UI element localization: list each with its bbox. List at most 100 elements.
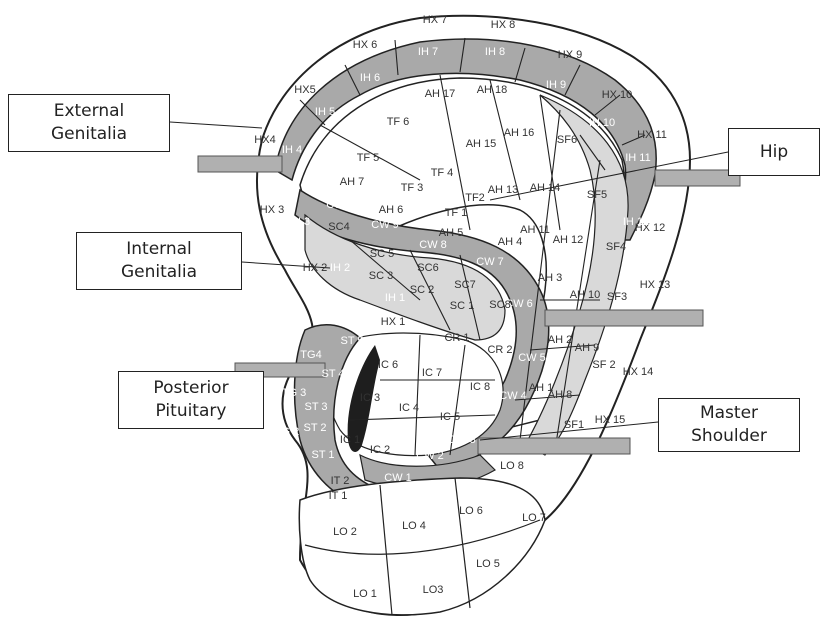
zone-label-ah-15: AH 15 [466, 138, 497, 150]
ear-canal [347, 345, 380, 452]
zone-label-ah-9: AH 9 [575, 342, 599, 354]
zone-label-tf-1: TF 1 [445, 207, 468, 219]
zone-label-hx-12: HX 12 [635, 222, 666, 234]
zone-label-cw-4: CW 4 [499, 390, 527, 402]
zone-label-sc-2: SC 2 [410, 284, 434, 296]
zone-label-tf-2: TF2 [465, 192, 485, 204]
zone-label-hx-8: HX 8 [491, 19, 515, 31]
zone-label-ih-1: IH 1 [385, 292, 405, 304]
zone-label-cw-8: CW 8 [419, 239, 447, 251]
zone-label-ah-4: AH 4 [498, 236, 522, 248]
zone-label-tf-5: TF 5 [357, 152, 380, 164]
zone-label-sf-4: SF4 [606, 241, 626, 253]
posterior-pituitary-line2: Pituitary [155, 401, 227, 421]
zone-label-ah-8: AH 8 [548, 389, 572, 401]
zone-label-sc-5: SC 5 [370, 248, 394, 260]
zone-label-sc-7: SC7 [454, 279, 475, 291]
zone-label-hx-11: HX 11 [637, 129, 667, 141]
zone-divider-lines [299, 37, 646, 456]
zone-label-ih-6: IH 6 [360, 72, 380, 84]
zone-label-ic-4: IC 4 [399, 402, 419, 414]
master-shoulder-callout: Master Shoulder [658, 398, 800, 452]
ear-lobe [298, 477, 546, 616]
zone-label-ic-8: IC 8 [470, 381, 490, 393]
zone-label-cw-1: CW 1 [384, 472, 412, 484]
zone-label-hx-4: HX4 [254, 134, 275, 146]
zone-label-hx-7: HX 7 [423, 14, 447, 26]
zone-label-ah-10: AH 10 [570, 289, 601, 301]
zone-label-lo-1: LO 1 [353, 588, 377, 600]
zone-label-hx-6: HX 6 [353, 39, 377, 51]
zone-label-ih-12: IH 12 [623, 216, 649, 228]
zone-label-ah-1: AH 1 [529, 382, 553, 394]
master-shoulder-line2: Shoulder [691, 426, 767, 446]
zone-label-cw-2: CW 2 [416, 450, 444, 462]
zone-label-tg-5: TG5 [326, 312, 347, 324]
zone-label-tg-1: TG 1 [280, 464, 304, 476]
lobe-grid-lines [304, 477, 541, 616]
zone-label-ah-3: AH 3 [538, 272, 562, 284]
zone-label-ah-14: AH 14 [530, 182, 561, 194]
zone-label-st-2: ST 2 [303, 422, 326, 434]
zone-label-cw-5: CW 5 [518, 352, 546, 364]
probe-shoulder-lower [477, 437, 631, 455]
external-genitalia-line2: Genitalia [50, 124, 128, 144]
zone-label-cr-2: CR 2 [487, 344, 512, 356]
zone-label-lo-4: LO 4 [402, 520, 426, 532]
zone-label-hx-2: HX 2 [303, 262, 327, 274]
zone-label-hx-5: HX5 [294, 84, 315, 96]
zone-label-st-3: ST 3 [304, 401, 327, 413]
scaphoid-fossa [524, 94, 629, 456]
zone-label-ah-6: AH 6 [379, 204, 403, 216]
zone-label-hx-1: HX 1 [381, 316, 405, 328]
internal-genitalia-line2: Genitalia [120, 262, 198, 282]
zone-label-ih-7: IH 7 [418, 46, 438, 58]
zone-label-ih-9: IH 9 [546, 79, 566, 91]
zone-label-cr-1: CR 1 [444, 332, 469, 344]
zone-label-ih-11: IH 11 [625, 152, 650, 164]
zone-label-tf-4: TF 4 [431, 167, 454, 179]
zone-label-ah-18: AH 18 [477, 84, 508, 96]
zone-label-ah-17: AH 17 [425, 88, 456, 100]
zone-label-hx-14: HX 14 [623, 366, 654, 378]
zone-label-ah-7: AH 7 [340, 176, 364, 188]
posterior-pituitary-line1: Posterior [153, 378, 229, 398]
superior-concha [304, 213, 506, 341]
zone-label-it-1: IT 1 [329, 490, 348, 502]
zone-label-cw-9: CW 9 [371, 219, 399, 231]
zone-label-sc-3: SC 3 [369, 270, 393, 282]
internal-genitalia-callout: Internal Genitalia [76, 232, 242, 290]
callout-leader-lines [169, 121, 729, 441]
zone-label-ic-3: IC 3 [360, 392, 380, 404]
inner-helix-band [274, 38, 657, 241]
probe-master-shoulder [544, 309, 704, 327]
hip-callout: Hip [728, 128, 820, 176]
zone-label-ih-10: IH 10 [589, 117, 615, 129]
zone-label-lo-2: LO 2 [333, 526, 357, 538]
zone-label-hx-15: HX 15 [595, 414, 626, 426]
internal-genitalia-line1: Internal [126, 239, 192, 259]
zone-label-ic-7: IC 7 [422, 367, 442, 379]
zone-label-tf-3: TF 3 [401, 182, 424, 194]
posterior-pituitary-callout: Posterior Pituitary [118, 371, 264, 429]
zone-label-hx-9: HX 9 [558, 49, 582, 61]
zone-label-ic-1: IC 1 [340, 434, 360, 446]
zone-label-ic-2: IC 2 [370, 444, 390, 456]
zone-label-ih-4: IH 4 [282, 144, 302, 156]
zone-label-tg-3: TG 3 [282, 387, 306, 399]
zone-label-tf-6: TF 6 [387, 116, 410, 128]
zone-label-lo-7: LO 7 [522, 512, 546, 524]
zone-label-tg-4: TG4 [300, 349, 321, 361]
zone-label-sf-6: SF6 [557, 134, 577, 146]
zone-label-ic-5: IC 5 [440, 411, 460, 423]
hip-label: Hip [759, 141, 789, 162]
zone-label-sc-8: SC8 [489, 299, 510, 311]
zone-label-ih-2: IH 2 [330, 262, 350, 274]
zone-label-sc-6: SC6 [417, 262, 438, 274]
zone-label-ih-5: IH 5 [315, 106, 335, 118]
zone-label-lo-3: LO3 [423, 584, 444, 596]
master-shoulder-line1: Master [699, 403, 759, 423]
zone-label-hx-3: HX 3 [260, 204, 284, 216]
